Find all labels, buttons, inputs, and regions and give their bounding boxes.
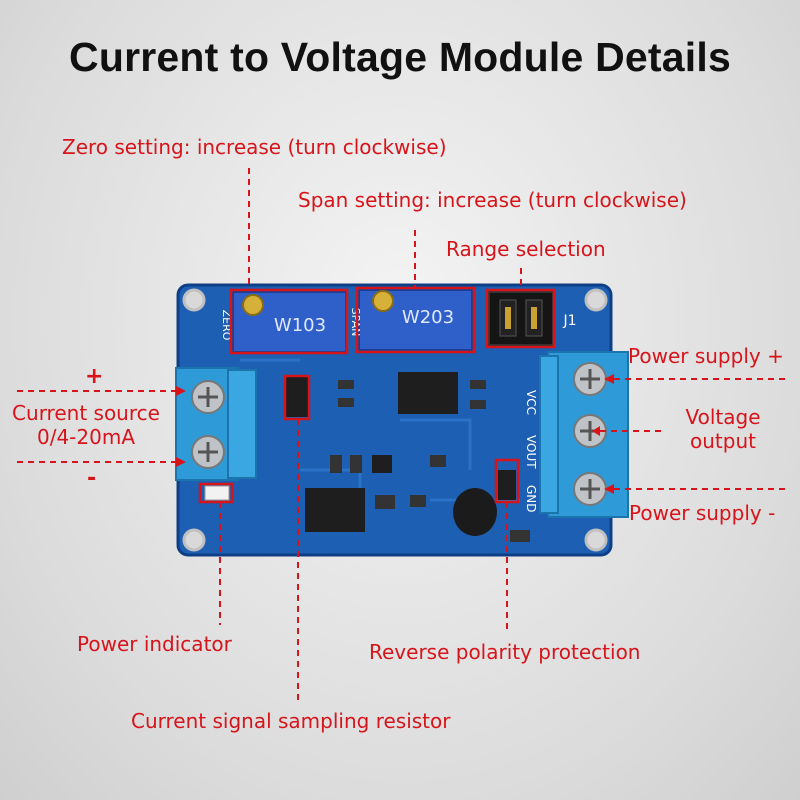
span-setting-label: Span setting: increase (turn clockwise)	[298, 188, 687, 212]
svg-text:W203: W203	[402, 307, 454, 328]
power-indicator-label: Power indicator	[77, 632, 232, 656]
range-jumper-header: J1	[488, 291, 577, 346]
zero-potentiometer: W103 ZERO	[220, 291, 347, 353]
input-terminal-block	[175, 367, 257, 481]
power-supply-plus-label: Power supply +	[628, 344, 784, 368]
current-source-line1: Current source	[12, 401, 160, 425]
svg-text:VCC: VCC	[524, 390, 538, 415]
current-source-label: Current source 0/4-20mA	[0, 401, 172, 449]
zero-setting-label: Zero setting: increase (turn clockwise)	[62, 135, 447, 159]
span-potentiometer: W203 SPAN	[349, 289, 473, 351]
voltage-output-line2: output	[690, 429, 756, 453]
voltage-output-label: Voltage output	[668, 405, 778, 453]
svg-text:SPAN: SPAN	[349, 308, 362, 337]
voltage-output-line1: Voltage	[685, 405, 761, 429]
leader-lines	[17, 168, 790, 700]
page-title: Current to Voltage Module Details	[69, 34, 731, 80]
reverse-polarity-label: Reverse polarity protection	[369, 640, 641, 664]
svg-text:J1: J1	[562, 313, 576, 329]
svg-text:VOUT: VOUT	[524, 435, 538, 469]
current-minus-sign: -	[87, 466, 97, 491]
range-selection-label: Range selection	[446, 237, 606, 261]
output-terminal-block	[539, 351, 629, 518]
svg-text:GND: GND	[524, 485, 538, 513]
svg-text:W103: W103	[274, 315, 326, 336]
current-source-line2: 0/4-20mA	[36, 425, 136, 449]
arrowheads	[176, 374, 614, 494]
board-components: VCC VOUT GND	[204, 372, 538, 542]
power-supply-minus-label: Power supply -	[629, 501, 776, 525]
current-plus-sign: +	[85, 364, 104, 389]
sampling-resistor-label: Current signal sampling resistor	[131, 709, 451, 733]
